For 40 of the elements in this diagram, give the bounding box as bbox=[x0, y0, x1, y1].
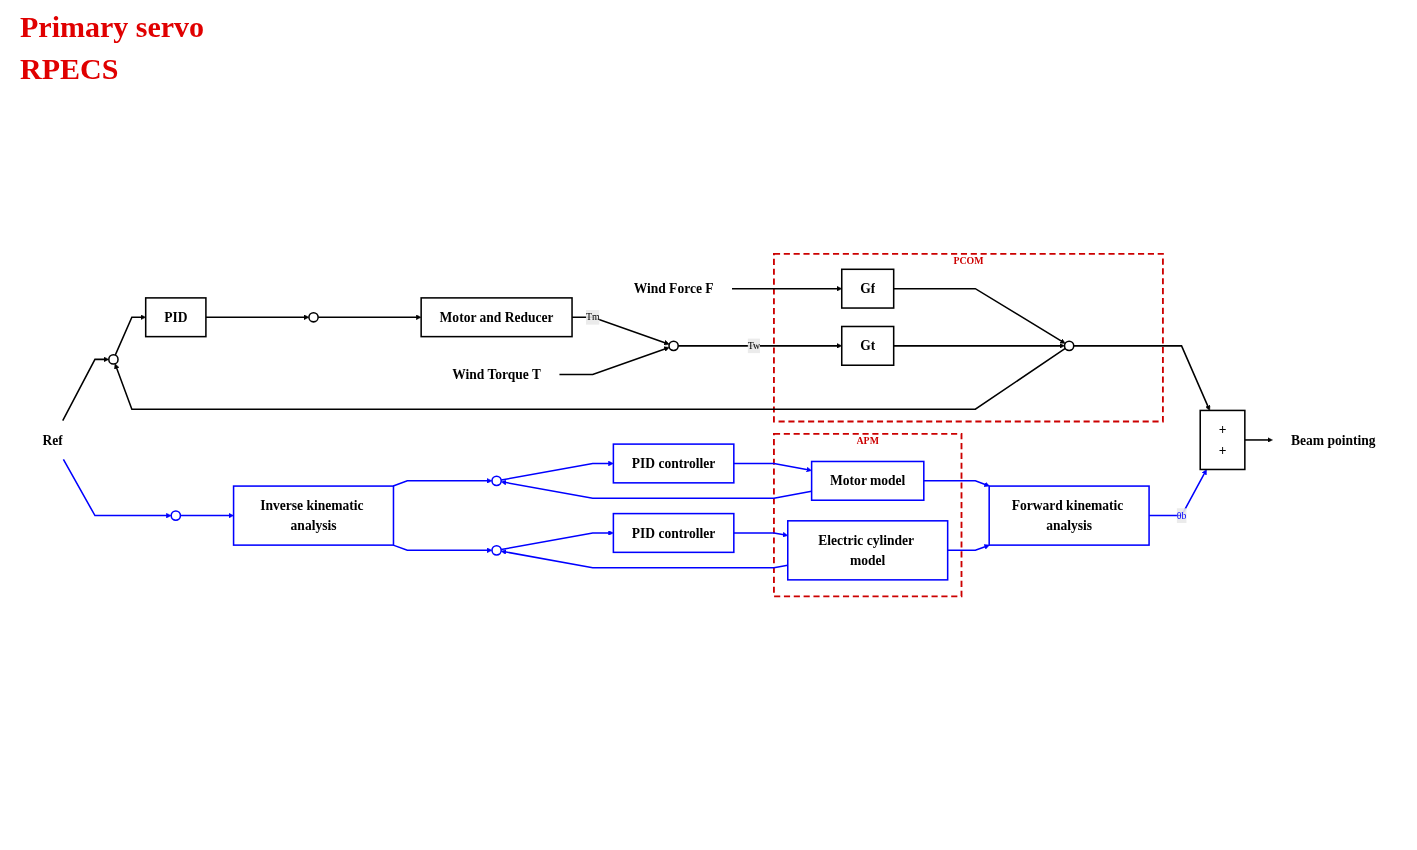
section-heading: Primary servo bbox=[20, 10, 205, 44]
arrow bbox=[391, 478, 492, 487]
node-text: Wind Force F bbox=[633, 280, 714, 297]
node-box: Motor model bbox=[810, 460, 925, 501]
node-box: Forward kinematic analysis bbox=[987, 485, 1150, 546]
node-box: Gt bbox=[840, 325, 894, 366]
node-box: Inverse kinematic analysis bbox=[232, 485, 394, 546]
node-box: + + bbox=[1199, 409, 1246, 471]
node-circle bbox=[1063, 340, 1075, 352]
arrow bbox=[500, 479, 812, 499]
node-circle bbox=[667, 340, 679, 352]
edge-label: Tw bbox=[747, 340, 760, 351]
arrow bbox=[730, 285, 842, 292]
section-heading: RPECS bbox=[20, 52, 120, 86]
edge-label: Tm bbox=[585, 311, 600, 323]
node-circle bbox=[490, 544, 502, 556]
node-box: PID controller bbox=[612, 443, 735, 484]
node-circle bbox=[307, 311, 319, 323]
node-circle bbox=[107, 353, 119, 365]
node-circle bbox=[490, 475, 502, 487]
edge-label: θb bbox=[1176, 509, 1186, 521]
arrow bbox=[391, 544, 492, 553]
node-text: Ref bbox=[41, 432, 63, 448]
node-box: Motor and Reducer bbox=[419, 297, 573, 338]
arrow bbox=[677, 343, 842, 349]
arrow bbox=[558, 346, 670, 376]
arrow bbox=[61, 356, 109, 422]
node-text: Wind Torque T bbox=[451, 366, 541, 383]
node-box: PID bbox=[144, 297, 207, 338]
node-text: Beam pointing bbox=[1290, 432, 1376, 448]
node-circle bbox=[169, 510, 181, 521]
arrow bbox=[316, 314, 421, 320]
arrow bbox=[1072, 344, 1210, 411]
node-box: Electric cylinder model bbox=[786, 519, 948, 581]
arrow bbox=[179, 512, 234, 519]
arrow bbox=[62, 458, 171, 519]
node-box: PID controller bbox=[612, 512, 735, 553]
node-box: Gf bbox=[840, 268, 894, 309]
arrow bbox=[113, 347, 1066, 410]
arrow bbox=[114, 314, 146, 356]
